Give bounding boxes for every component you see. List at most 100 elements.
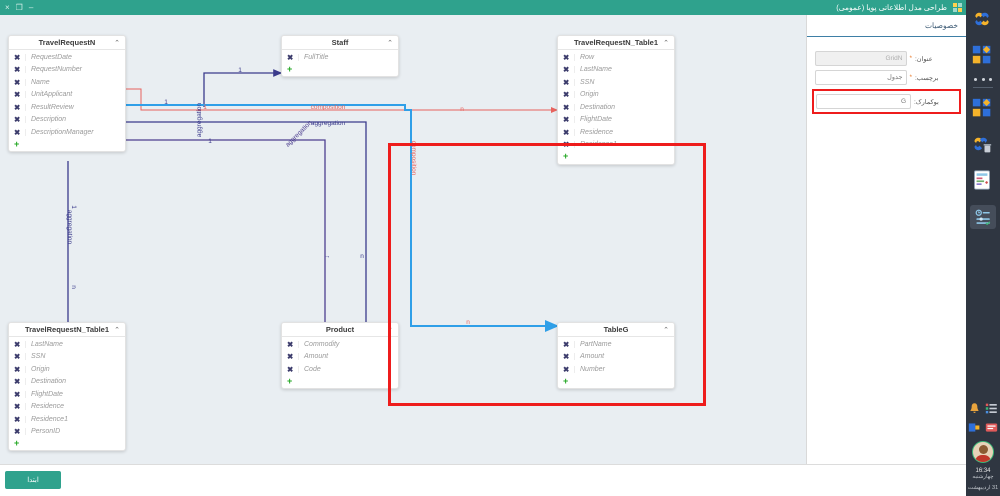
add-field-icon[interactable]: + xyxy=(287,63,293,74)
document-form-icon[interactable] xyxy=(972,170,994,192)
remove-field-icon[interactable]: ✖ xyxy=(14,402,21,412)
entity-field-row[interactable]: ✖ Amount xyxy=(558,351,674,364)
remove-field-icon[interactable]: ✖ xyxy=(563,140,570,150)
entity-field-row[interactable]: ✖ DescriptionManager xyxy=(9,126,125,139)
remove-field-icon[interactable]: ✖ xyxy=(14,65,21,75)
entity-field-row[interactable]: ✖ Description xyxy=(9,114,125,127)
entity-field-row[interactable]: ✖ UnitApplicant xyxy=(9,89,125,102)
chevron-up-icon[interactable]: ⌃ xyxy=(387,40,393,47)
remove-field-icon[interactable]: ✖ xyxy=(14,352,21,362)
remove-field-icon[interactable]: ✖ xyxy=(14,115,21,125)
remove-field-icon[interactable]: ✖ xyxy=(14,52,21,62)
entity-field-row[interactable]: ✖ Number xyxy=(558,363,674,376)
remove-field-icon[interactable]: ✖ xyxy=(14,339,21,349)
entity-field-row[interactable]: ✖ Residence xyxy=(558,126,674,139)
remove-field-icon[interactable]: ✖ xyxy=(563,65,570,75)
entity-card[interactable]: TravelRequestN ⌃ ✖ RequestDate ✖ Request… xyxy=(8,35,126,152)
entity-field-row[interactable]: ✖ SSN xyxy=(558,76,674,89)
minimize-icon[interactable]: – xyxy=(28,2,34,12)
drive-icon[interactable] xyxy=(968,421,981,434)
remove-field-icon[interactable]: ✖ xyxy=(287,364,294,374)
entity-card[interactable]: Product ⌃ ✖ Commodity ✖ Amount ✖ Code + xyxy=(281,322,399,389)
entity-field-row[interactable]: ✖ Commodity xyxy=(282,338,398,351)
entity-card-header[interactable]: TravelRequestN ⌃ xyxy=(9,36,125,50)
remove-field-icon[interactable]: ✖ xyxy=(14,389,21,399)
diagram-canvas[interactable]: 1 1 1 1 n n aggregation composition n → … xyxy=(0,15,806,464)
entity-field-row[interactable]: ✖ Residence1 xyxy=(558,139,674,152)
entity-field-row[interactable]: ✖ Destination xyxy=(558,101,674,114)
remove-field-icon[interactable]: ✖ xyxy=(563,52,570,62)
remove-field-icon[interactable]: ✖ xyxy=(563,127,570,137)
remove-field-icon[interactable]: ✖ xyxy=(563,352,570,362)
modeler-squares-icon[interactable] xyxy=(972,45,994,67)
remove-field-icon[interactable]: ✖ xyxy=(14,77,21,87)
label-input[interactable]: جدول xyxy=(815,70,908,85)
bell-icon[interactable] xyxy=(968,402,981,415)
restore-icon[interactable]: ❐ xyxy=(15,2,23,12)
workflow-swirl-icon[interactable] xyxy=(972,9,994,31)
remove-field-icon[interactable]: ✖ xyxy=(287,352,294,362)
remove-field-icon[interactable]: ✖ xyxy=(14,127,21,137)
title-input[interactable]: GridN xyxy=(815,51,908,66)
entity-field-row[interactable]: ✖ LastName xyxy=(9,338,125,351)
add-field-icon[interactable]: + xyxy=(14,138,20,149)
entity-field-row[interactable]: ✖ PartName xyxy=(558,338,674,351)
entity-card-header[interactable]: TravelRequestN_Table1 ⌃ xyxy=(9,323,125,337)
remove-field-icon[interactable]: ✖ xyxy=(14,90,21,100)
entity-field-row[interactable]: ✖ Destination xyxy=(9,376,125,389)
remove-field-icon[interactable]: ✖ xyxy=(563,77,570,87)
more-dots-icon[interactable] xyxy=(972,74,994,84)
entity-card[interactable]: TravelRequestN_Table1 ⌃ ✖ LastName ✖ SSN… xyxy=(8,322,126,451)
entity-field-row[interactable]: ✖ PersonID xyxy=(9,426,125,439)
add-field-icon[interactable]: + xyxy=(287,375,293,386)
add-field-icon[interactable]: + xyxy=(563,151,569,161)
entity-field-row[interactable]: ✖ Amount xyxy=(282,351,398,364)
submit-button[interactable]: ابتدا xyxy=(5,471,61,489)
remove-field-icon[interactable]: ✖ xyxy=(563,115,570,125)
list-icon[interactable] xyxy=(985,402,998,415)
close-icon[interactable]: × xyxy=(5,2,10,12)
entity-card-header[interactable]: Staff ⌃ xyxy=(282,36,398,50)
remove-field-icon[interactable]: ✖ xyxy=(563,102,570,112)
add-field-icon[interactable]: + xyxy=(563,375,569,386)
remove-field-icon[interactable]: ✖ xyxy=(14,427,21,437)
remove-field-icon[interactable]: ✖ xyxy=(563,90,570,100)
remove-field-icon[interactable]: ✖ xyxy=(14,377,21,387)
remove-field-icon[interactable]: ✖ xyxy=(14,364,21,374)
entity-field-row[interactable]: ✖ Row xyxy=(558,51,674,64)
entity-field-row[interactable]: ✖ RequestNumber xyxy=(9,64,125,77)
entity-card-header[interactable]: Product ⌃ xyxy=(282,323,398,337)
entity-field-row[interactable]: ✖ FullTitle xyxy=(282,51,398,64)
entity-field-row[interactable]: ✖ Code xyxy=(282,363,398,376)
entity-card-header[interactable]: TravelRequestN_Table1 ⌃ xyxy=(558,36,674,50)
entity-card-header[interactable]: TableG ⌃ xyxy=(558,323,674,337)
entity-card[interactable]: TableG ⌃ ✖ PartName ✖ Amount ✖ Number + xyxy=(557,322,675,389)
entity-field-row[interactable]: ✖ Origin xyxy=(9,363,125,376)
bookmark-input[interactable]: G xyxy=(816,94,911,109)
entity-field-row[interactable]: ✖ FlightDate xyxy=(558,114,674,127)
chevron-up-icon[interactable]: ⌃ xyxy=(387,327,393,334)
entity-field-row[interactable]: ✖ Name xyxy=(9,76,125,89)
entity-field-row[interactable]: ✖ Origin xyxy=(558,89,674,102)
entity-field-row[interactable]: ✖ Residence xyxy=(9,401,125,414)
chevron-up-icon[interactable]: ⌃ xyxy=(663,327,669,334)
swirl-trash-icon[interactable] xyxy=(972,134,994,156)
chevron-up-icon[interactable]: ⌃ xyxy=(114,327,120,334)
entity-field-row[interactable]: ✖ SSN xyxy=(9,351,125,364)
entity-field-row[interactable]: ✖ Residence1 xyxy=(9,413,125,426)
entity-card[interactable]: TravelRequestN_Table1 ⌃ ✖ Row ✖ LastName… xyxy=(557,35,675,165)
remove-field-icon[interactable]: ✖ xyxy=(287,52,294,62)
entity-field-row[interactable]: ✖ FlightDate xyxy=(9,388,125,401)
designer-squares-icon[interactable] xyxy=(972,98,994,120)
add-field-icon[interactable]: + xyxy=(14,438,20,448)
remove-field-icon[interactable]: ✖ xyxy=(563,339,570,349)
entity-card[interactable]: Staff ⌃ ✖ FullTitle + xyxy=(281,35,399,77)
entity-field-row[interactable]: ✖ RequestDate xyxy=(9,51,125,64)
settings-sliders-icon[interactable] xyxy=(970,205,996,229)
remove-field-icon[interactable]: ✖ xyxy=(14,414,21,424)
remove-field-icon[interactable]: ✖ xyxy=(287,339,294,349)
entity-field-row[interactable]: ✖ LastName xyxy=(558,64,674,77)
chevron-up-icon[interactable]: ⌃ xyxy=(663,40,669,47)
chevron-up-icon[interactable]: ⌃ xyxy=(114,40,120,47)
entity-field-row[interactable]: ✖ ResultReview xyxy=(9,101,125,114)
